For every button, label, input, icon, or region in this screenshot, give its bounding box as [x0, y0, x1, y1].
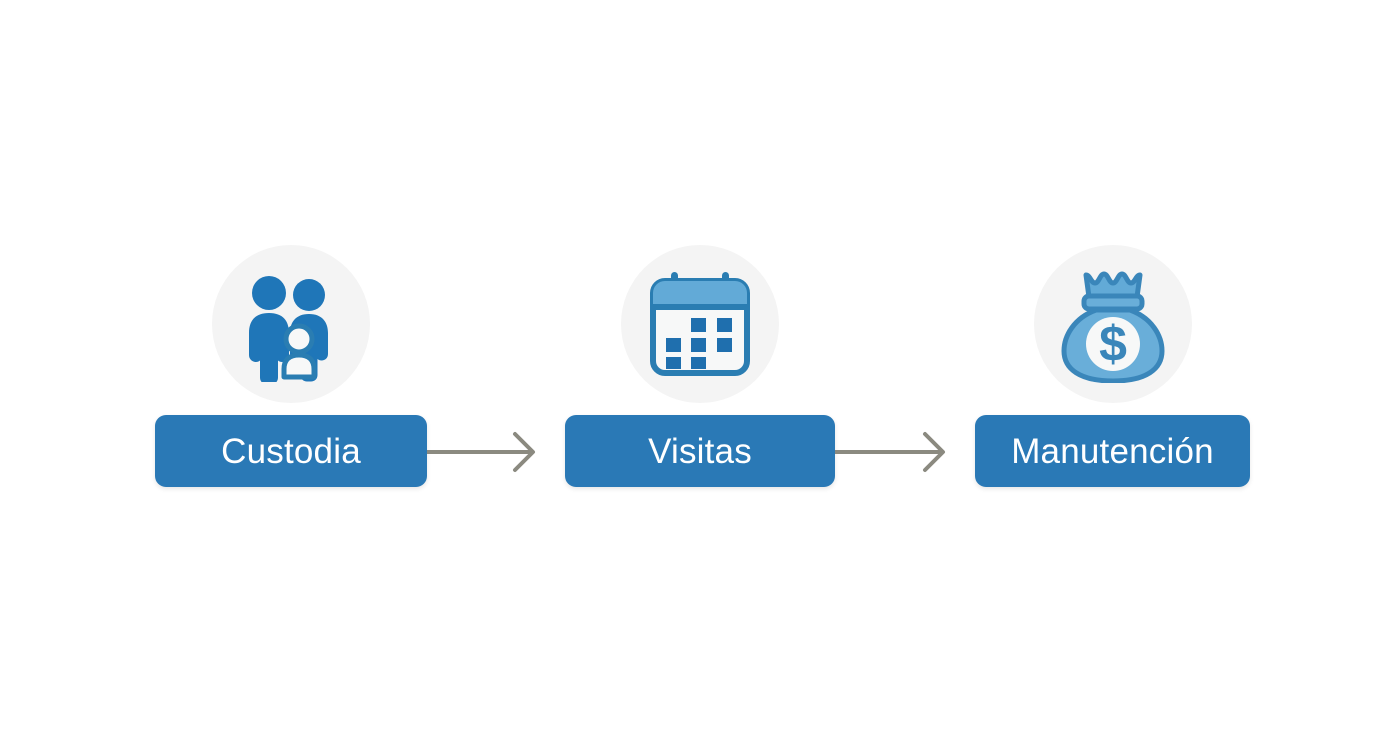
node-label-manutencion: Manutención [1011, 431, 1214, 471]
flow-node-visitas[interactable]: Visitas [565, 245, 835, 495]
process-flow: Custodia [0, 245, 1392, 495]
calendar-icon [645, 268, 755, 380]
icon-circle-visitas [621, 245, 779, 403]
flow-node-custodia[interactable]: Custodia [155, 245, 427, 495]
connector-custodia-to-visitas [427, 428, 565, 476]
node-label-visitas: Visitas [648, 431, 752, 471]
icon-circle-custodia [212, 245, 370, 403]
svg-text:$: $ [1099, 316, 1127, 372]
node-pill-manutencion[interactable]: Manutención [975, 415, 1250, 487]
node-pill-custodia[interactable]: Custodia [155, 415, 427, 487]
family-parents-child-icon [233, 266, 349, 382]
money-bag-dollar-icon: $ [1058, 265, 1168, 383]
arrow-right-icon [427, 428, 565, 476]
arrow-right-icon [835, 428, 975, 476]
node-pill-visitas[interactable]: Visitas [565, 415, 835, 487]
node-label-custodia: Custodia [221, 431, 361, 471]
flow-node-manutencion[interactable]: $ Manutención [975, 245, 1250, 495]
icon-circle-manutencion: $ [1033, 245, 1192, 403]
connector-visitas-to-manutencion [835, 428, 975, 476]
